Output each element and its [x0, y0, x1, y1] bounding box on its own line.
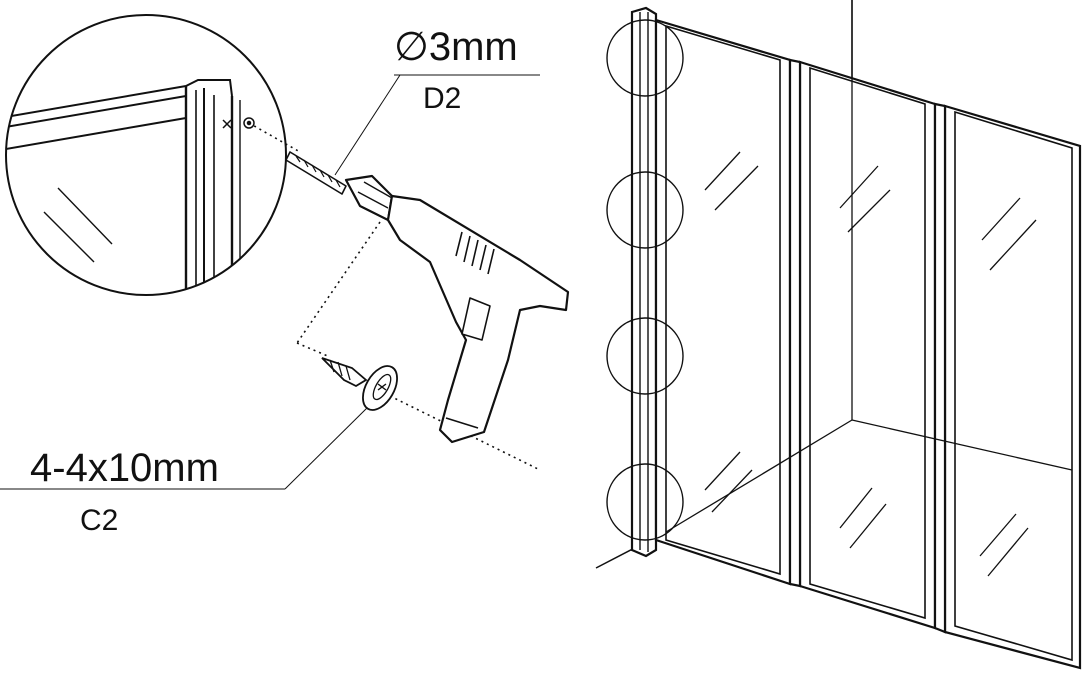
screw-position-1 — [606, 19, 684, 97]
screw-icon — [321, 357, 398, 411]
screw-position-4 — [606, 463, 684, 541]
drill-bit-size-label: ∅3mm — [394, 25, 518, 69]
leader-lines — [0, 74, 541, 490]
shower-screen — [595, 0, 1082, 670]
screw-position-2 — [606, 171, 684, 249]
detail-magnifier — [5, 14, 287, 296]
glass-reflections — [704, 151, 1037, 577]
screw-position-3 — [606, 317, 684, 395]
screw-size-label: 4-4x10mm — [30, 446, 219, 490]
power-drill-icon — [285, 151, 570, 444]
screw-code-label: C2 — [80, 504, 119, 537]
glass-panel-1 — [654, 18, 792, 586]
glass-panel-3 — [943, 104, 1082, 670]
glass-panel-2 — [798, 60, 937, 630]
wall-profile — [630, 6, 658, 558]
screw-position-markers — [606, 19, 684, 541]
drill-bit-code-label: D2 — [423, 82, 462, 115]
